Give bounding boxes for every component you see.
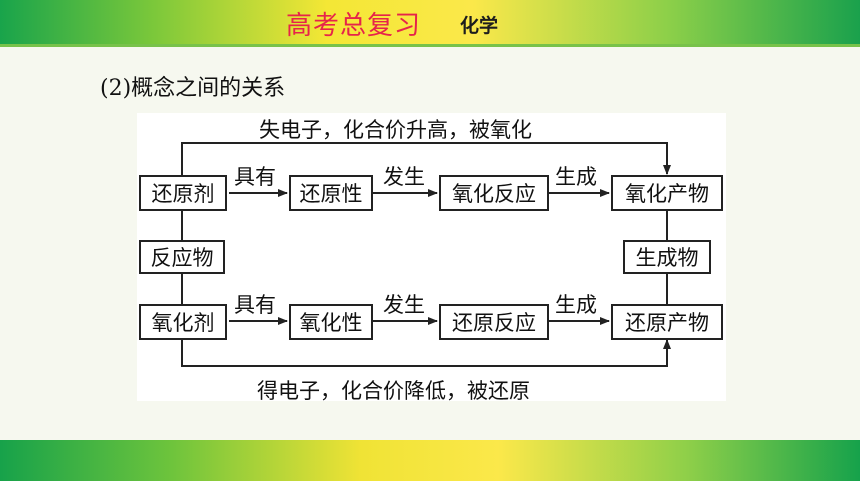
edge-label-bottom-3: 生成 <box>555 293 597 317</box>
box-reactants: 反应物 <box>139 240 225 274</box>
edge-label-top-2: 发生 <box>383 165 425 189</box>
edge-label-bottom-2: 发生 <box>383 293 425 317</box>
box-products: 生成物 <box>623 240 711 274</box>
box-oxidizability: 氧化性 <box>289 304 373 340</box>
bottom-bracket-label: 得电子，化合价降低，被还原 <box>257 379 530 403</box>
footer-bar <box>0 440 860 481</box>
header-title: 高考总复习 <box>286 11 422 41</box>
edge-label-bottom-1: 具有 <box>234 293 276 317</box>
box-oxidation-reaction: 氧化反应 <box>439 175 549 211</box>
bracket-top <box>181 142 671 176</box>
edge-label-top-1: 具有 <box>234 165 276 189</box>
box-oxidizing-agent: 氧化剂 <box>139 304 227 340</box>
header-subject: 化学 <box>460 15 499 37</box>
header-bar: 高考总复习 化学 <box>0 0 860 47</box>
box-reducibility: 还原性 <box>289 175 373 211</box>
concept-diagram: 失电子，化合价升高，被氧化 得电子，化合价降低，被还原 还原剂 还原性 氧化反应… <box>137 113 726 403</box>
box-reduction-product: 还原产物 <box>611 304 723 340</box>
top-bracket-label: 失电子，化合价升高，被氧化 <box>259 118 532 142</box>
box-oxidation-product: 氧化产物 <box>611 175 723 211</box>
box-reducing-agent: 还原剂 <box>139 175 227 211</box>
box-reduction-reaction: 还原反应 <box>439 304 549 340</box>
diagram-connectors <box>181 142 671 367</box>
bracket-bottom <box>181 338 671 367</box>
section-title: (2)概念之间的关系 <box>100 76 286 101</box>
edge-label-top-3: 生成 <box>555 165 597 189</box>
